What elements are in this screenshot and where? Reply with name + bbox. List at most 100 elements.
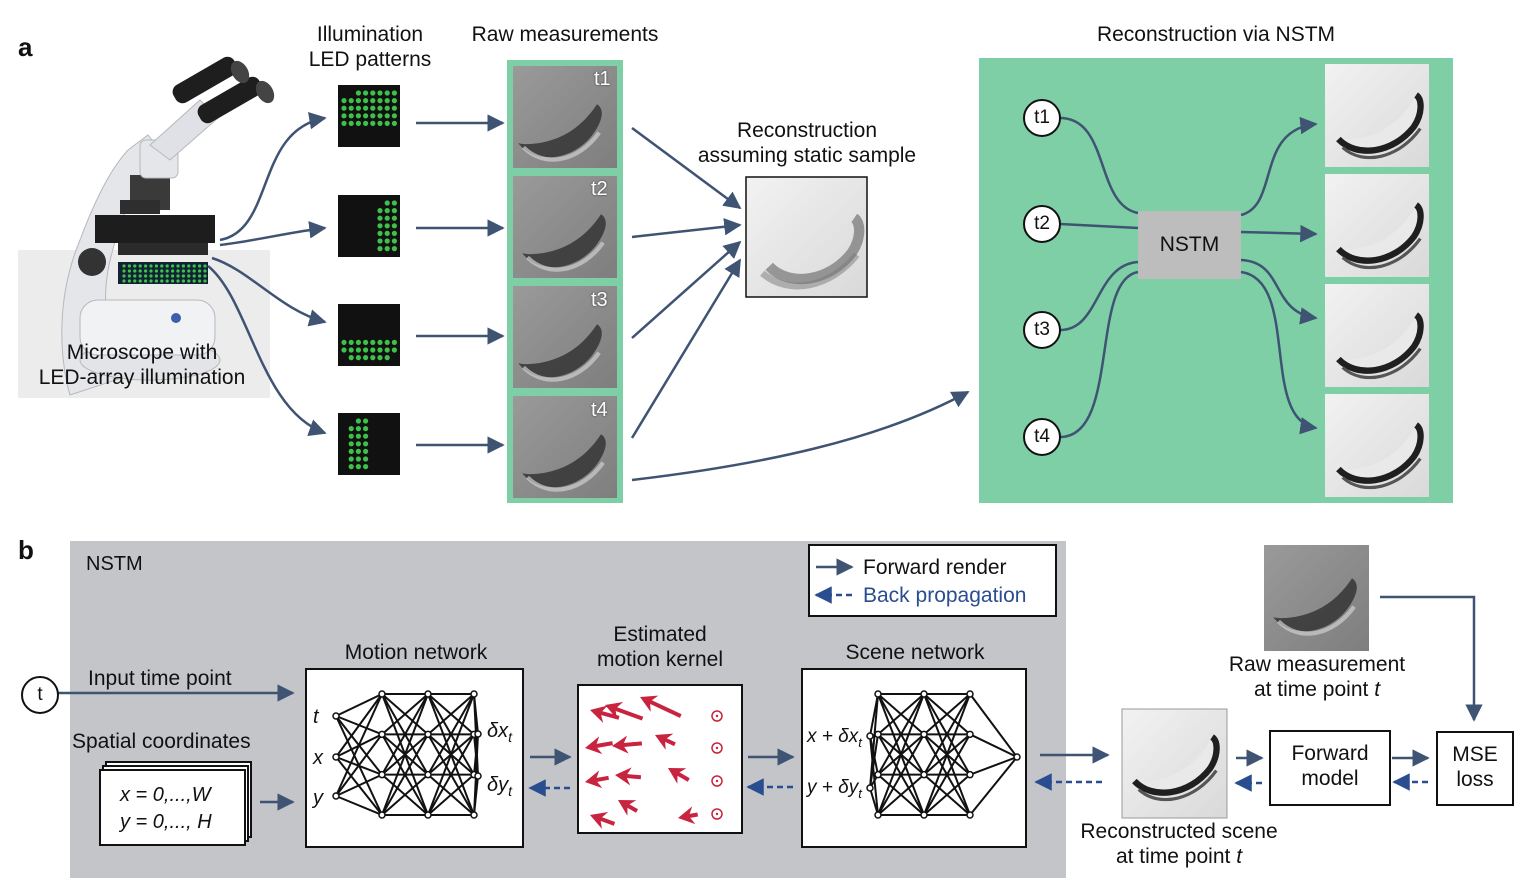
nstm-t2-circle: t2 [1023, 205, 1061, 243]
static-recon-label: Reconstruction assuming static sample [676, 118, 938, 168]
network-node [424, 690, 432, 698]
motion-output-dx-base: δx [487, 720, 509, 742]
raw-measurement-images [513, 66, 617, 498]
forward-model-box [1269, 730, 1391, 806]
raw-measurement-t-line1: Raw measurement [1228, 653, 1406, 676]
mse-loss-line1: MSE [1452, 743, 1498, 766]
led-patterns [338, 85, 400, 475]
forward-model-line2: model [1301, 767, 1359, 791]
network-node [920, 811, 928, 819]
network-node [866, 732, 874, 740]
led-header-line2: LED patterns [308, 48, 432, 72]
raw-measurement-image [513, 286, 617, 388]
network-node [920, 730, 928, 739]
kernel-label: Estimated motion kernel [570, 622, 750, 672]
network-node [874, 730, 882, 739]
raw-t1-label: t1 [594, 68, 611, 90]
static-recon-line1: Reconstruction [736, 119, 878, 142]
kernel-arrow [618, 800, 639, 816]
raw-measurement-image [513, 66, 617, 168]
raw-to-static-arrows [630, 126, 970, 482]
kernel-arrow [655, 733, 676, 750]
static-recon-line2: assuming static sample [697, 144, 917, 168]
nstm-output-image [1325, 284, 1429, 387]
panel-letter-a: a [18, 32, 33, 62]
mse-loss-label: MSE loss [1437, 742, 1513, 792]
microscope-label-line1: Microscope with [66, 341, 218, 364]
kernel-arrow [615, 767, 642, 786]
motion-network-graph [332, 690, 482, 819]
motion-kernel-arrows [585, 695, 723, 829]
microscope-arrows [207, 112, 327, 436]
reconstructed-scene-label: Reconstructed scene at time point t [1064, 819, 1294, 869]
network-node [474, 772, 482, 780]
network-node [1013, 753, 1021, 761]
nstm-output-images [1325, 64, 1429, 497]
forward-model-label: Forward model [1270, 741, 1390, 791]
spatial-coordinates-box [99, 769, 246, 846]
reconstructed-scene-line2: at time point t [1064, 844, 1294, 869]
network-node [966, 770, 974, 779]
raw-measurement-t-italic: t [1374, 678, 1381, 702]
kernel-arrow [605, 702, 644, 721]
kernel-label-line2: motion kernel [596, 648, 724, 672]
network-node [424, 730, 432, 739]
nstm-box-label: NSTM [1159, 233, 1220, 256]
raw-measurement-t-line2: at time point t [1207, 677, 1427, 702]
motion-output-dy-base: δy [487, 774, 509, 796]
network-node [424, 770, 432, 779]
led-header-line1: Illumination [316, 23, 424, 46]
network-node [378, 690, 386, 698]
network-node [966, 730, 974, 739]
scene-input-y-base: y + δy [807, 777, 859, 798]
forward-model-line1: Forward [1291, 742, 1369, 765]
scene-input-y-sub: t [858, 785, 862, 801]
raw-t4-label: t4 [591, 399, 608, 421]
motion-output-dx: δxt [487, 719, 512, 746]
kernel-arrow [612, 735, 643, 754]
raw-measurement-t-label: Raw measurement at time point t [1207, 652, 1427, 702]
network-node [378, 770, 386, 779]
raw-t2-label: t2 [591, 178, 608, 200]
raw-measurement-image [513, 396, 617, 498]
spatial-coords-label: Spatial coordinates [72, 730, 251, 753]
network-node [920, 690, 928, 698]
reconstructed-scene-line2-text: at time point [1115, 845, 1231, 869]
nstm-t1-circle: t1 [1023, 99, 1061, 137]
nstm-panel-title: NSTM [86, 553, 143, 575]
scene-input-y: y + δyt [807, 777, 862, 801]
nstm-output-image [1325, 174, 1429, 277]
network-node [920, 770, 928, 779]
raw-header: Raw measurements [471, 23, 659, 46]
time-t-circle: t [21, 676, 59, 714]
network-node [470, 811, 478, 819]
motion-output-dy-sub: t [508, 783, 513, 799]
led-pattern-square [338, 304, 400, 366]
microscope-illustration [61, 56, 275, 396]
led-pattern-square [338, 195, 400, 257]
network-node [874, 811, 882, 819]
scene-network-graph [866, 690, 1021, 819]
microscope-label-line2: LED-array illumination [38, 366, 246, 390]
nstm-header: Reconstruction via NSTM [1096, 23, 1336, 46]
network-node [332, 792, 340, 800]
network-node [874, 770, 882, 779]
network-node [874, 690, 882, 698]
legend-box [808, 544, 1057, 617]
coord-y-range: y = 0,..., H [120, 811, 212, 833]
kernel-static-marker [711, 742, 723, 754]
coord-x-range: x = 0,...,W [120, 784, 211, 806]
kernel-static-marker [711, 775, 723, 787]
nstm-output-image [1325, 394, 1429, 497]
input-time-label: Input time point [88, 667, 232, 690]
legend-forward-label: Forward render [863, 556, 1007, 579]
network-node [378, 811, 386, 819]
microscope-label: Microscope with LED-array illumination [22, 340, 262, 390]
nstm-input-curves [1059, 116, 1139, 439]
panel-letter-b: b [18, 535, 34, 565]
motion-input-x: x [313, 747, 323, 769]
motion-input-t: t [313, 706, 319, 728]
network-node [966, 690, 974, 698]
network-node [966, 811, 974, 819]
raw-measurement-image [513, 176, 617, 278]
